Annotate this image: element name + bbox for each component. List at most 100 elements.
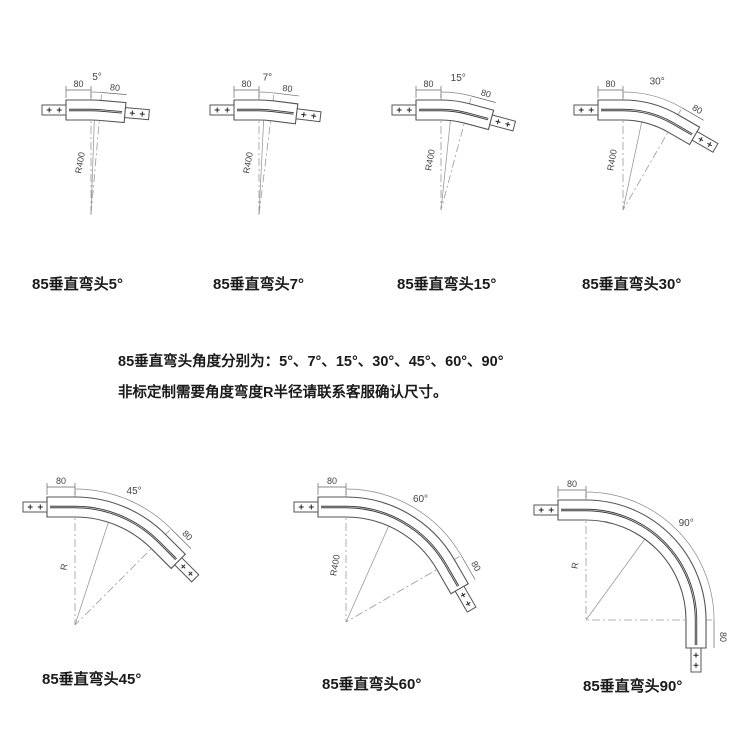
straight-length-label: 80 — [73, 79, 83, 89]
screw-icon — [707, 142, 713, 147]
conductor-groove-highlight — [237, 109, 294, 114]
screw-icon — [188, 571, 193, 576]
straight-length-label: 80 — [327, 476, 337, 486]
connector-left — [22, 501, 48, 513]
screw-icon — [465, 601, 471, 607]
angle-label: 45° — [127, 486, 142, 497]
bend-body — [233, 99, 299, 125]
bend-drawing-60deg: R400 80 60° 80 — [293, 476, 483, 623]
connector-right — [691, 130, 719, 153]
angle-label: 15° — [451, 73, 466, 84]
connector-body — [533, 504, 559, 516]
connector-right — [690, 647, 702, 673]
radius-label: R — [570, 561, 581, 570]
angle-dimension-arc — [345, 488, 462, 556]
screw-icon — [224, 107, 230, 113]
connector-body — [391, 104, 417, 116]
connector-right — [489, 114, 517, 132]
bend-body — [415, 99, 495, 131]
angle-dimension-arc — [258, 91, 275, 94]
connector-body — [22, 501, 48, 513]
bend-body — [317, 496, 470, 595]
screw-icon — [298, 504, 304, 510]
dimension-line — [471, 95, 496, 103]
caption-15deg: 85垂直弯头15° — [397, 276, 497, 293]
screw-icon — [396, 107, 402, 113]
connector-left — [391, 104, 417, 116]
end-length-label: 80 — [480, 87, 492, 99]
straight-length-label: 80 — [423, 79, 433, 89]
angle-dimension-arc — [622, 91, 683, 109]
angle-dimension-arc — [440, 91, 472, 97]
conductor-groove-highlight — [561, 509, 697, 645]
screw-icon — [693, 662, 699, 668]
screw-icon — [308, 504, 314, 510]
caption-5deg: 85垂直弯头5° — [32, 276, 124, 293]
conductor-groove-highlight — [601, 109, 693, 135]
bend-drawing-15deg: R400 80 15° 80 — [391, 73, 517, 211]
screw-icon — [301, 112, 307, 118]
dimension-line — [460, 555, 476, 580]
radius-line — [622, 116, 644, 211]
end-length-label: 80 — [718, 632, 728, 642]
radius-line — [345, 520, 392, 623]
bend-body — [557, 499, 707, 649]
dimension-line — [273, 92, 299, 97]
connector-left — [209, 104, 235, 116]
end-length-label: 80 — [180, 528, 194, 542]
caption-60deg: 85垂直弯头60° — [322, 676, 422, 693]
screw-icon — [548, 507, 554, 513]
end-length-label: 80 — [690, 102, 704, 116]
end-length-label: 80 — [282, 83, 293, 94]
end-length-label: 80 — [469, 559, 483, 573]
connector-body — [489, 114, 517, 132]
screw-icon — [139, 111, 145, 117]
angle-label: 30° — [650, 76, 665, 87]
radius-label: R400 — [423, 149, 437, 172]
straight-length-label: 80 — [241, 79, 251, 89]
radius-label: R — [59, 562, 70, 571]
screw-icon — [693, 652, 699, 658]
radius-label: R400 — [605, 149, 619, 172]
connector-body — [295, 108, 322, 123]
radius-label: R400 — [73, 151, 87, 174]
caption-7deg: 85垂直弯头7° — [213, 276, 305, 293]
connector-left — [41, 104, 67, 116]
screw-icon — [181, 564, 186, 569]
connector-left — [293, 501, 319, 513]
caption-90deg: 85垂直弯头90° — [583, 678, 683, 695]
connector-right — [295, 108, 322, 123]
conductor-groove — [561, 508, 698, 645]
connector-body — [209, 104, 235, 116]
angle-label: 60° — [413, 494, 428, 505]
bend-drawing-90deg: R 80 90° 80 — [533, 479, 728, 673]
radius-label: R400 — [241, 151, 255, 174]
connector-right — [454, 585, 477, 613]
bend-drawing-7deg: R400 80 7° 80 — [209, 72, 322, 216]
conductor-groove-highlight — [419, 109, 489, 120]
caption-30deg: 85垂直弯头30° — [582, 276, 682, 293]
straight-length-label: 80 — [56, 476, 66, 486]
end-length-label: 80 — [110, 82, 121, 93]
connector-body — [173, 557, 200, 583]
radius-line — [90, 114, 95, 216]
angle-label: 90° — [679, 518, 694, 529]
radius-line — [74, 516, 111, 626]
connector-left — [573, 104, 599, 116]
angle-dimension-arc — [74, 488, 172, 530]
straight-length-label: 80 — [567, 479, 577, 489]
connector-body — [691, 130, 719, 153]
screw-icon — [588, 107, 594, 113]
connector-body — [690, 647, 702, 673]
connector-body — [293, 501, 319, 513]
connector-right — [124, 107, 150, 121]
connector-body — [454, 585, 477, 613]
angle-label: 7° — [263, 72, 273, 83]
screw-icon — [406, 107, 412, 113]
radius-label: R400 — [328, 554, 342, 577]
screw-icon — [495, 119, 501, 125]
connector-left — [533, 504, 559, 516]
screw-icon — [538, 507, 544, 513]
